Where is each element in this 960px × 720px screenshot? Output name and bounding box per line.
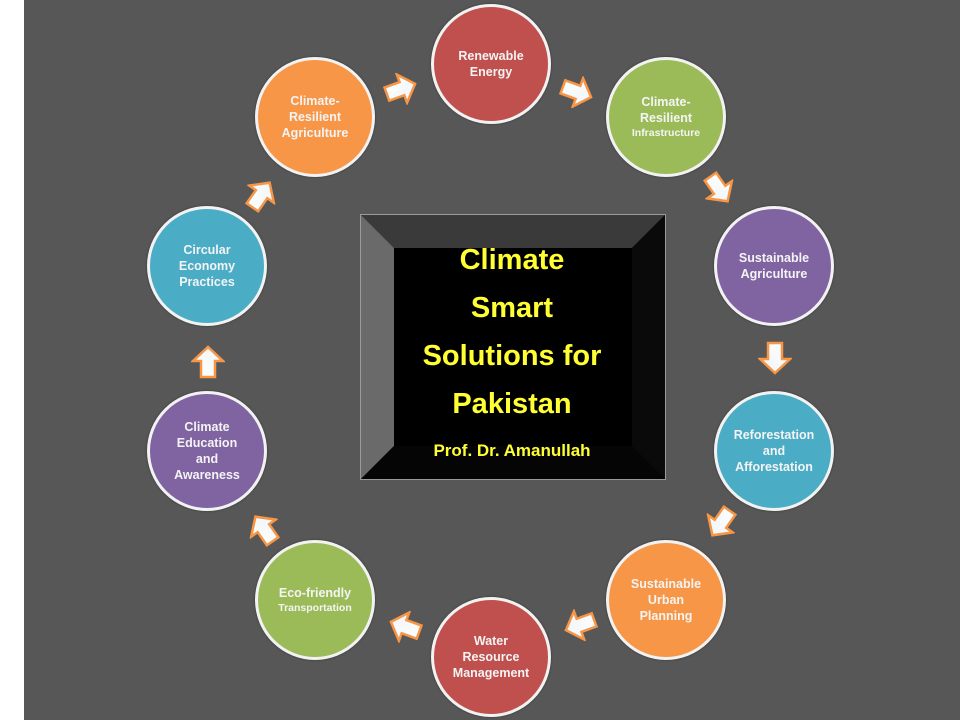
- node-label: Reforestation: [733, 428, 815, 442]
- node-label: Climate: [184, 420, 230, 434]
- node-label: Resilient: [288, 110, 342, 124]
- node-label: Awareness: [174, 468, 240, 482]
- center-title-line-4: Pakistan: [452, 388, 572, 420]
- node-label: Agriculture: [281, 126, 349, 140]
- arrow-icon: [191, 345, 225, 379]
- author-name: Prof. Dr. Amanullah: [433, 441, 591, 460]
- node-label: Climate-: [641, 95, 691, 109]
- node-label: Planning: [639, 609, 693, 623]
- node-label: Circular: [183, 243, 231, 257]
- node-label: Education: [176, 436, 238, 450]
- center-title-line-3: Solutions for: [422, 340, 602, 372]
- node-label: Urban: [647, 593, 685, 607]
- node-label: Resource: [462, 650, 520, 664]
- node-label: Afforestation: [735, 460, 813, 474]
- node-label: Sustainable: [738, 251, 810, 265]
- arrow-icon: [249, 515, 281, 548]
- node-label-small: Transportation: [278, 602, 352, 614]
- node-label: and: [195, 452, 219, 466]
- center-title-box: Climate Smart Solutions for Pakistan Pro…: [360, 214, 666, 480]
- node-label: Sustainable: [630, 577, 702, 591]
- node-label: Agriculture: [740, 267, 808, 281]
- node-label: Management: [452, 666, 530, 680]
- node-label: Resilient: [639, 111, 693, 125]
- node-label: Practices: [179, 275, 235, 289]
- arrow-icon: [758, 341, 792, 375]
- node-label: Eco-friendly: [278, 586, 352, 600]
- arrow-icon: [558, 74, 593, 109]
- arrow-icon: [244, 181, 276, 214]
- node-label: Renewable: [458, 49, 524, 63]
- bevel-frame: [360, 214, 666, 480]
- node-label: Energy: [469, 65, 513, 79]
- node-label: Economy: [178, 259, 236, 273]
- node-label: Climate-: [290, 94, 340, 108]
- node-label-small: Infrastructure: [631, 127, 701, 139]
- center-title-line-2: Smart: [470, 292, 554, 324]
- node-label: and: [762, 444, 786, 458]
- center-title-line-1: Climate: [459, 244, 565, 276]
- node-label: Water: [473, 634, 509, 648]
- arrow-icon: [382, 72, 417, 107]
- arrow-icon: [706, 504, 738, 537]
- arrow-icon: [564, 607, 599, 642]
- arrow-icon: [389, 610, 424, 645]
- arrow-icon: [702, 170, 734, 203]
